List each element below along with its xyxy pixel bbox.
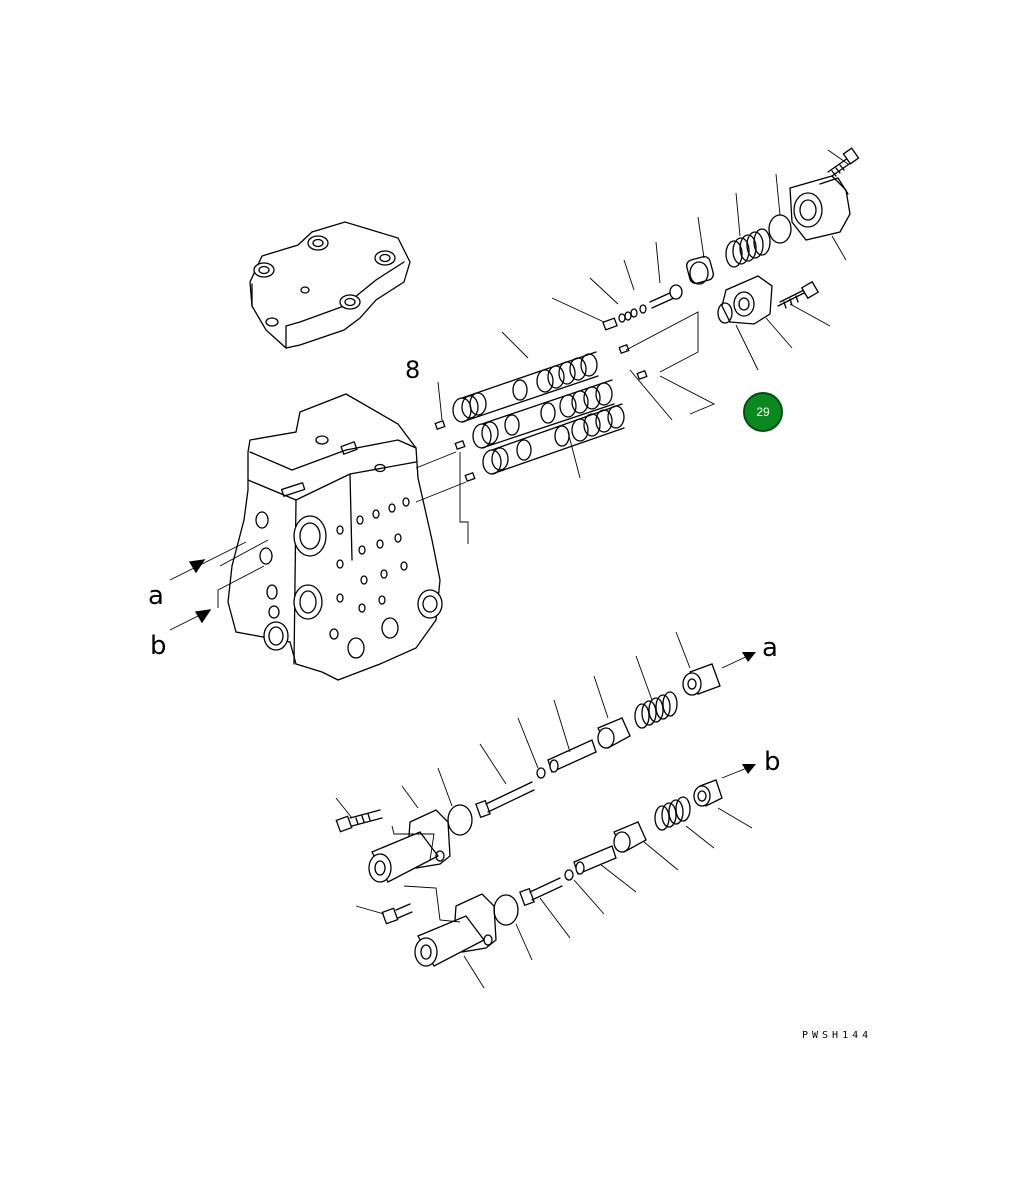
o-ring-lower-a — [447, 804, 473, 836]
o-ring-lower-b — [493, 894, 519, 926]
control-valve-body — [227, 393, 443, 681]
spring-a — [634, 691, 678, 729]
valve-body-port-holes — [255, 497, 410, 640]
arrow-b-left — [169, 565, 265, 631]
callout-badge-number: 29 — [756, 405, 770, 419]
pilot-piston-housing-a — [368, 809, 451, 883]
spool-3 — [482, 403, 625, 475]
arrow-a-right — [721, 652, 756, 669]
spring-seat-b — [693, 779, 723, 807]
leader-lines-top — [415, 149, 849, 544]
piston-rod-a — [475, 767, 546, 819]
arrow-a-left — [169, 539, 269, 581]
marker-a-left: a — [148, 581, 164, 611]
cap-bolt-upper — [827, 147, 860, 177]
spool-cap-upper — [789, 175, 851, 241]
pilot-piston-housing-b — [414, 893, 497, 967]
spool-1 — [452, 351, 599, 423]
bolt-lower-b — [381, 903, 413, 925]
sleeve-a — [547, 739, 597, 773]
sleeve-b — [573, 845, 617, 875]
retainer-a — [597, 717, 631, 749]
piston-rod-b — [519, 869, 574, 907]
spool-cap-lower — [721, 275, 773, 325]
small-plugs — [434, 317, 648, 483]
o-ring-upper — [717, 302, 733, 324]
spring-b — [654, 796, 691, 831]
spool-2 — [472, 379, 615, 449]
bolt-lower-a — [335, 809, 383, 833]
callout-badge[interactable]: 29 — [743, 392, 783, 432]
marker-a-right: a — [762, 633, 778, 663]
stopper-and-spring-set — [618, 214, 792, 323]
retainer-b — [613, 821, 647, 853]
arrow-b-right — [721, 764, 756, 779]
marker-b-left: b — [150, 631, 167, 661]
leader-lines-bottom — [335, 631, 753, 989]
cap-bolt-lower — [777, 280, 820, 309]
drawing-code: PWSH144 — [802, 1030, 872, 1041]
valve-cover-plate — [249, 221, 411, 349]
marker-b-right: b — [764, 747, 781, 777]
callout-number-8: 8 — [405, 356, 420, 384]
spring-seat-a — [682, 663, 721, 696]
